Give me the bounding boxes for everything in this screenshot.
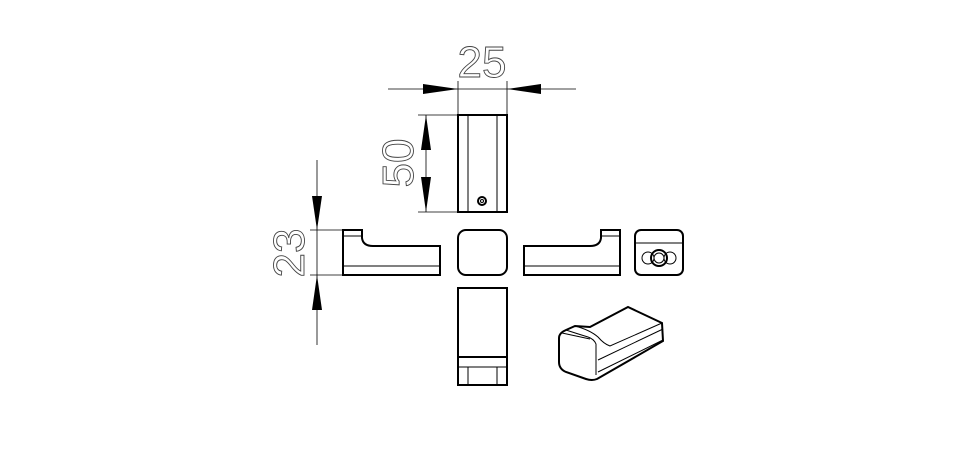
- dimension-label-depth: 23: [265, 229, 314, 278]
- bottom-view: [457, 287, 508, 386]
- arrow-icon: [421, 177, 431, 212]
- dimension-width: 25: [388, 38, 576, 115]
- right-side-view: [523, 229, 621, 276]
- isometric-view: [558, 305, 665, 381]
- left-side-view: [342, 229, 441, 276]
- arrow-icon: [421, 115, 431, 150]
- end-view: [634, 229, 684, 276]
- screw-hole-icon: [477, 196, 487, 206]
- dimension-height: 50: [374, 114, 458, 213]
- dimension-depth: 23: [265, 160, 343, 345]
- arrow-icon: [507, 84, 541, 94]
- arrow-icon: [312, 275, 322, 310]
- dimension-label-height: 50: [374, 139, 423, 188]
- top-view: [457, 114, 508, 213]
- front-view: [457, 229, 508, 276]
- arrow-icon: [423, 84, 458, 94]
- arrow-icon: [312, 196, 322, 230]
- dimension-label-width: 25: [458, 38, 507, 87]
